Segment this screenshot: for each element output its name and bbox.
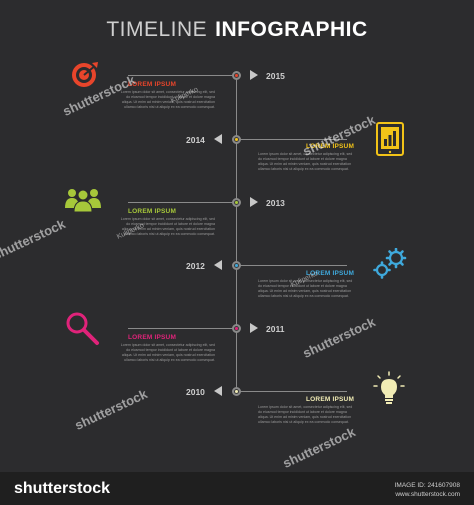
footer-bar: shutterstock IMAGE ID: 241607908 www.shu… — [0, 472, 474, 505]
timeline-node — [232, 198, 241, 207]
arrow-left-icon — [214, 134, 222, 144]
watermark: shutterstock — [300, 314, 378, 361]
connector-line — [237, 139, 347, 140]
title-light: TIMELINE — [106, 18, 208, 41]
footer-image-info: IMAGE ID: 241607908 www.shutterstock.com — [395, 481, 460, 499]
year-label: 2011 — [266, 324, 285, 334]
connector-line — [128, 75, 236, 76]
watermark: shutterstock — [72, 386, 150, 433]
entry-heading: LOREM IPSUM — [128, 81, 177, 88]
tablet-chart-icon — [376, 122, 404, 161]
entry-body: Lorem ipsum dolor sit amet, consectetur … — [120, 90, 215, 109]
timeline-node — [232, 261, 241, 270]
connector-line — [128, 202, 236, 203]
entry-body: Lorem ipsum dolor sit amet, consectetur … — [120, 217, 215, 236]
connector-line — [128, 328, 236, 329]
year-label: 2012 — [186, 261, 205, 271]
image-id: IMAGE ID: 241607908 — [394, 482, 460, 489]
timeline-spine — [236, 74, 237, 392]
arrow-left-icon — [214, 386, 222, 396]
entry-heading: LOREM IPSUM — [128, 334, 177, 341]
entry-body: Lorem ipsum dolor sit amet, consectetur … — [258, 152, 353, 171]
watermark: shutterstock — [0, 216, 68, 263]
entry-heading: LOREM IPSUM — [306, 270, 355, 277]
arrow-right-icon — [250, 70, 258, 80]
title-bold: INFOGRAPHIC — [215, 18, 368, 41]
footer-logo: shutterstock — [14, 480, 111, 497]
year-label: 2015 — [266, 71, 285, 81]
site-url: www.shutterstock.com — [395, 491, 460, 498]
year-label: 2014 — [186, 135, 205, 145]
connector-line — [237, 391, 347, 392]
connector-line — [237, 265, 347, 266]
entry-heading: LOREM IPSUM — [128, 208, 177, 215]
arrow-right-icon — [250, 323, 258, 333]
magnifier-icon — [64, 310, 100, 351]
people-icon — [64, 186, 102, 217]
lightbulb-icon — [372, 370, 406, 411]
entry-heading: LOREM IPSUM — [306, 143, 355, 150]
timeline-node — [232, 324, 241, 333]
timeline-node — [232, 387, 241, 396]
arrow-left-icon — [214, 260, 222, 270]
entry-body: Lorem ipsum dolor sit amet, consectetur … — [258, 405, 353, 424]
year-label: 2013 — [266, 198, 285, 208]
entry-body: Lorem ipsum dolor sit amet, consectetur … — [258, 279, 353, 298]
timeline-node — [232, 135, 241, 144]
entry-heading: LOREM IPSUM — [306, 396, 355, 403]
gears-icon — [372, 247, 408, 285]
watermark: shutterstock — [280, 424, 358, 471]
entry-body: Lorem ipsum dolor sit amet, consectetur … — [120, 343, 215, 362]
infographic-canvas: TIMELINE INFOGRAPHIC 2015 LOREM IPSUM Lor… — [0, 18, 474, 471]
year-label: 2010 — [186, 387, 205, 397]
timeline-node — [232, 71, 241, 80]
target-icon — [70, 60, 100, 95]
arrow-right-icon — [250, 197, 258, 207]
page-title: TIMELINE INFOGRAPHIC — [0, 18, 474, 42]
